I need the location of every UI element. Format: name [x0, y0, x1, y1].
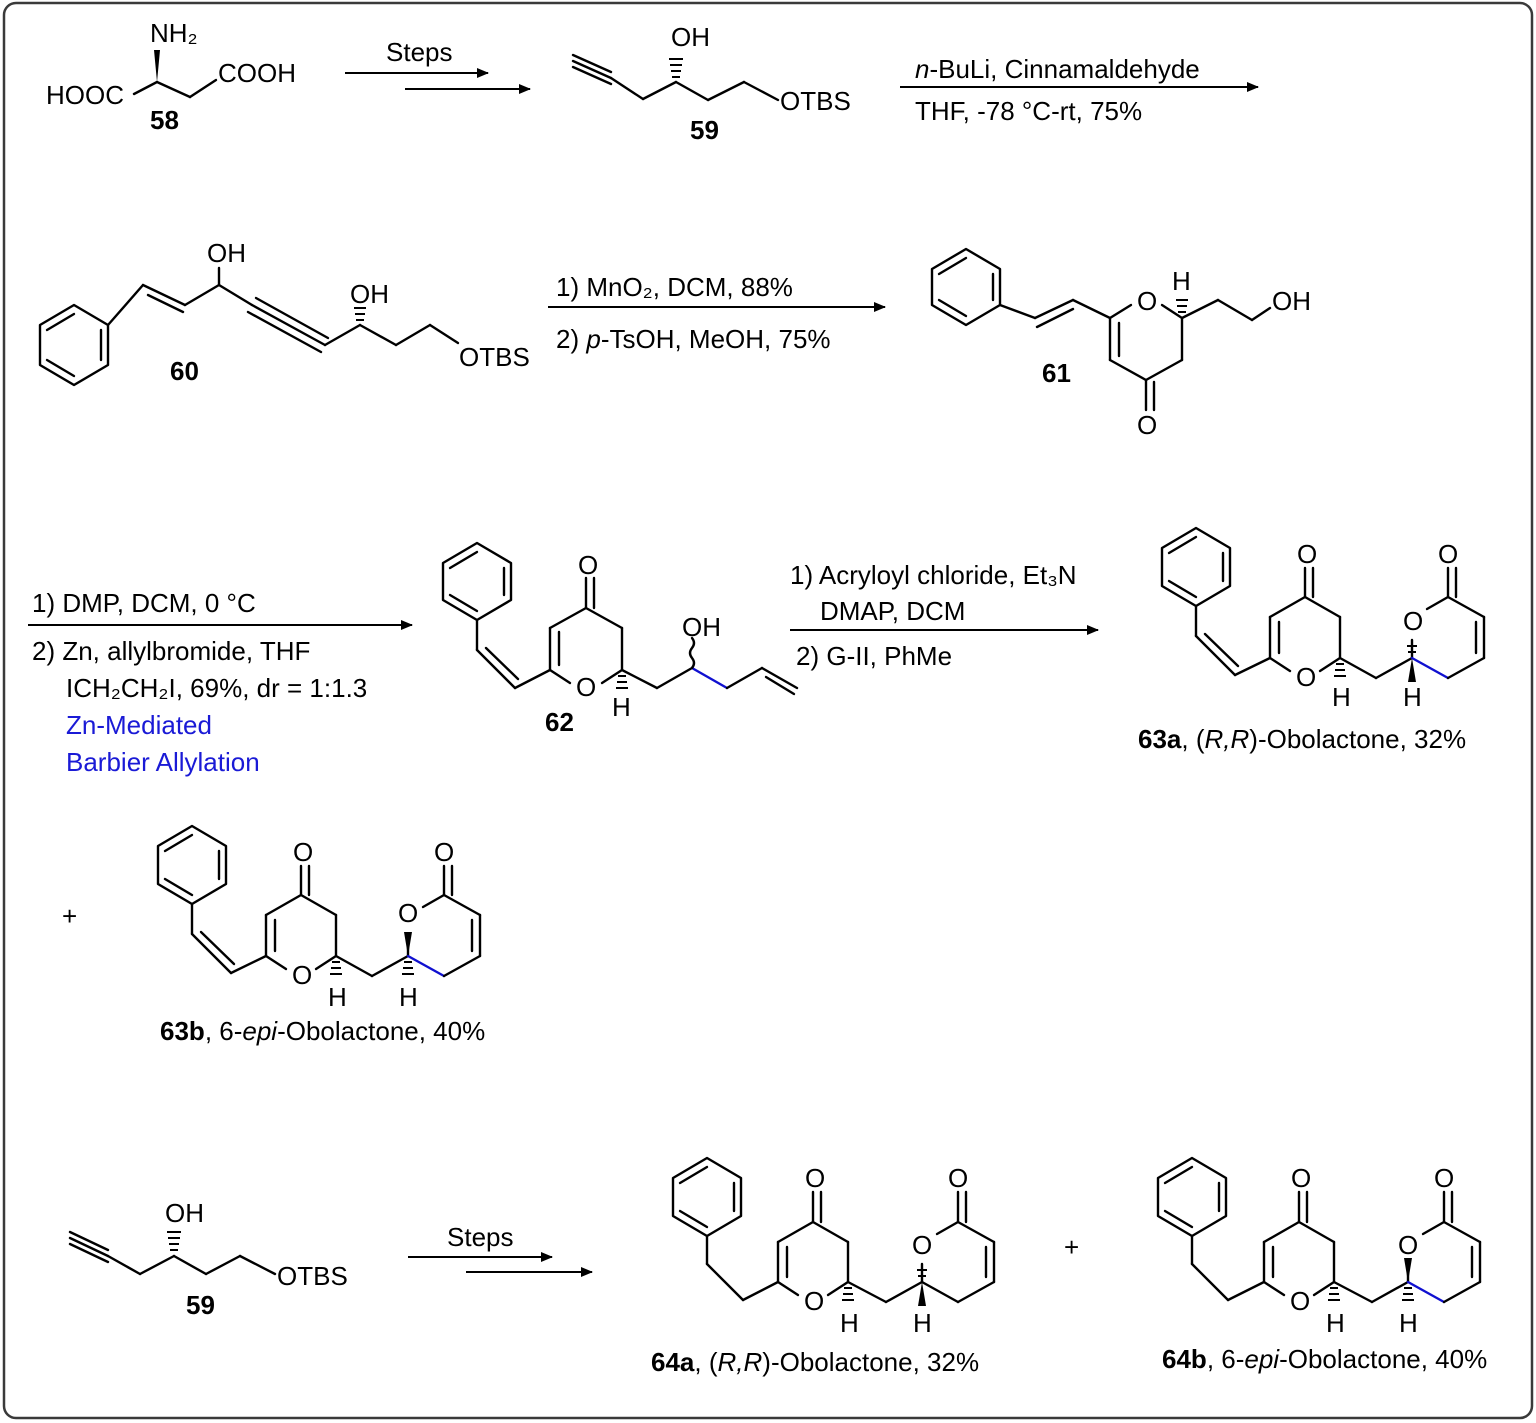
ring-oxygen: O	[576, 672, 596, 702]
compound-59-repeat: OH OTBS 59	[68, 1198, 348, 1320]
reagent-bottom: THF, -78 °C-rt, 75%	[915, 96, 1142, 126]
compound-58: NH₂ HOOC COOH 58	[46, 18, 296, 135]
compound-caption: 63b, 6-epi-Obolactone, 40%	[160, 1016, 485, 1046]
compound-62: O O H OH 62	[441, 541, 799, 737]
arrow-steps-1: Steps	[345, 37, 531, 94]
lactone-carbonyl-oxygen: O	[1438, 539, 1458, 569]
hydroxyl-label-2: OH	[350, 279, 389, 309]
pyranone-ring-oxygen: O	[1290, 1286, 1310, 1316]
arrow-oxidation-cyclization: 1) MnO₂, DCM, 88% 2) p-TsOH, MeOH, 75%	[548, 272, 886, 354]
compound-64a: O O O O H H 64a, (R,R)-Obolactone, 32%	[651, 1156, 996, 1377]
stereo-hydrogen-1: H	[328, 982, 347, 1012]
arrow-esterification-rcm: 1) Acryloyl chloride, Et₃N DMAP, DCM 2) …	[790, 560, 1099, 671]
hydroxyl-label: OH	[671, 22, 710, 52]
pyranone-ring-oxygen: O	[292, 960, 312, 990]
compound-number: 62	[545, 707, 574, 737]
compound-number: 61	[1042, 358, 1071, 388]
stereo-hydrogen: H	[1172, 266, 1191, 296]
hydroxyl-label: OH	[682, 612, 721, 642]
ketone-oxygen: O	[1291, 1163, 1311, 1193]
lactone-ring-oxygen: O	[398, 898, 418, 928]
reagent-steps: Steps	[447, 1222, 514, 1252]
lactone-carbonyl-oxygen: O	[1434, 1163, 1454, 1193]
ring-oxygen: O	[1137, 286, 1157, 316]
otbs-label: OTBS	[780, 86, 851, 116]
compound-number: 60	[170, 356, 199, 386]
compound-caption: 63a, (R,R)-Obolactone, 32%	[1138, 724, 1466, 754]
compound-number: 59	[690, 115, 719, 145]
reagent-line-3: 2) G-II, PhMe	[796, 641, 952, 671]
reagent-line-2: 2) p-TsOH, MeOH, 75%	[556, 324, 831, 354]
compound-61: O H OH O 61	[930, 247, 1311, 440]
stereo-hydrogen: H	[612, 692, 631, 722]
compound-60: OH OH OTBS 60	[38, 238, 530, 387]
reagent-steps: Steps	[386, 37, 453, 67]
compound-64b: O O O O H H 64b, 6-epi-Obolactone, 40%	[1156, 1156, 1487, 1374]
arrow-alkynylation: n-BuLi, Cinnamaldehyde THF, -78 °C-rt, 7…	[900, 54, 1259, 126]
arrow-oxidation-allylation: 1) DMP, DCM, 0 °C 2) Zn, allylbromide, T…	[28, 588, 413, 777]
otbs-label: OTBS	[459, 342, 530, 372]
acid-label-left: HOOC	[46, 80, 124, 110]
ketone-oxygen: O	[1137, 410, 1157, 440]
stereo-hydrogen-1: H	[840, 1308, 859, 1338]
reagent-top: n-BuLi, Cinnamaldehyde	[915, 54, 1200, 84]
lactone-ring-oxygen: O	[1398, 1230, 1418, 1260]
lactone-carbonyl-oxygen: O	[434, 837, 454, 867]
ketone-oxygen: O	[805, 1163, 825, 1193]
reagent-line-2: 2) Zn, allylbromide, THF	[32, 636, 310, 666]
lactone-carbonyl-oxygen: O	[948, 1163, 968, 1193]
compound-63b: O O O O H H 63b, 6-epi-Obolactone, 40%	[156, 824, 485, 1046]
compound-63a: O O O O H H 63a, (R,R)-Obolactone, 32%	[1138, 526, 1486, 754]
ketone-oxygen: O	[578, 550, 598, 580]
amine-label: NH₂	[150, 18, 198, 48]
compound-caption: 64a, (R,R)-Obolactone, 32%	[651, 1347, 979, 1377]
plus-sign: +	[62, 901, 77, 931]
ketone-oxygen: O	[1297, 539, 1317, 569]
compound-59: OH OTBS 59	[571, 22, 851, 145]
stereo-hydrogen-1: H	[1332, 682, 1351, 712]
reagent-line-3: ICH₂CH₂I, 69%, dr = 1:1.3	[66, 673, 367, 703]
hydroxyl-label-1: OH	[207, 238, 246, 268]
compound-number: 59	[186, 1290, 215, 1320]
hydroxyl-label: OH	[165, 1198, 204, 1228]
reagent-line-1: 1) MnO₂, DCM, 88%	[556, 272, 793, 302]
method-note-2: Barbier Allylation	[66, 747, 260, 777]
method-note-1: Zn-Mediated	[66, 710, 212, 740]
reagent-line-1: 1) Acryloyl chloride, Et₃N	[790, 560, 1077, 590]
pyranone-ring-oxygen: O	[1296, 662, 1316, 692]
compound-number: 58	[150, 105, 179, 135]
reagent-line-2: DMAP, DCM	[820, 596, 965, 626]
plus-sign: +	[1064, 1232, 1079, 1262]
stereo-hydrogen-1: H	[1326, 1308, 1345, 1338]
pyranone-ring-oxygen: O	[804, 1286, 824, 1316]
stereo-hydrogen-2: H	[399, 982, 418, 1012]
ketone-oxygen: O	[293, 837, 313, 867]
reagent-line-1: 1) DMP, DCM, 0 °C	[32, 588, 256, 618]
stereo-hydrogen-2: H	[1399, 1308, 1418, 1338]
lactone-ring-oxygen: O	[1403, 606, 1423, 636]
arrow-steps-2: Steps	[408, 1222, 593, 1277]
acid-label-right: COOH	[218, 58, 296, 88]
hydroxyl-label: OH	[1272, 286, 1311, 316]
stereo-hydrogen-2: H	[913, 1308, 932, 1338]
lactone-ring-oxygen: O	[912, 1230, 932, 1260]
otbs-label: OTBS	[277, 1261, 348, 1291]
stereo-hydrogen-2: H	[1403, 682, 1422, 712]
compound-caption: 64b, 6-epi-Obolactone, 40%	[1162, 1344, 1487, 1374]
